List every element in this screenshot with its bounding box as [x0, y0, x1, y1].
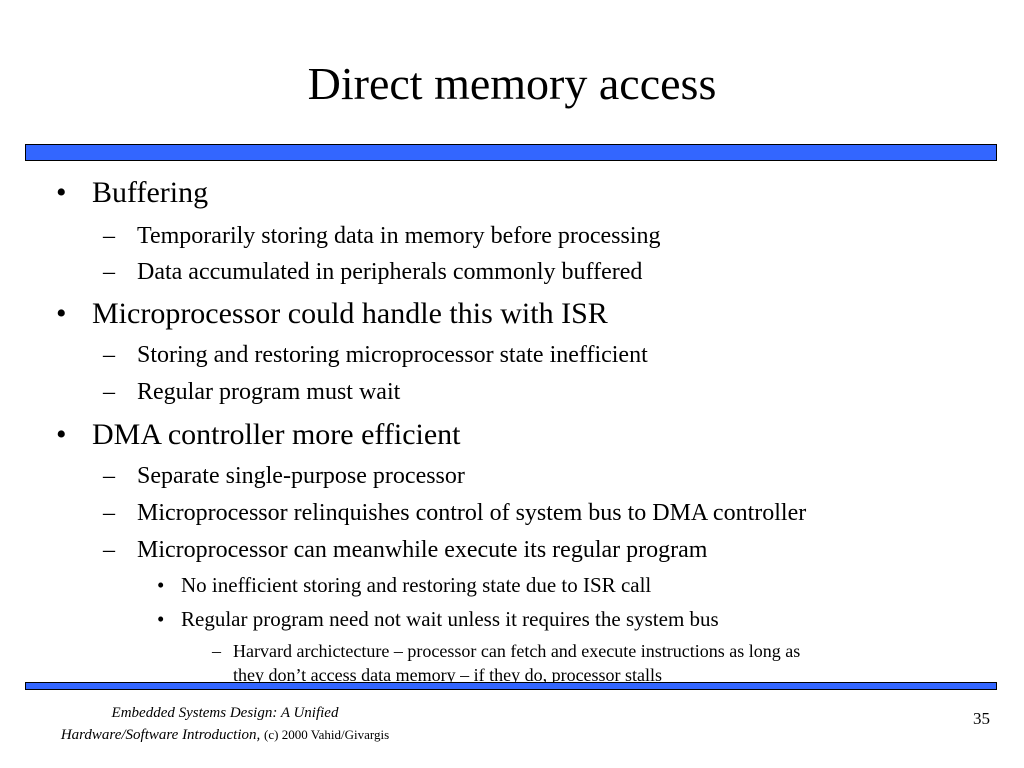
bullet-marker: • — [157, 573, 165, 597]
book-title-line2: Hardware/Software Introduction, — [60, 727, 261, 743]
bullet-marker: • — [56, 297, 67, 330]
level4-text-line2: they don’t access data memory – if they … — [233, 665, 663, 685]
sub-bullet-text: Microprocessor can meanwhile execute its… — [137, 537, 708, 563]
sub-bullet-text: Temporarily storing data in memory befor… — [137, 223, 661, 249]
sub-sub-bullet-text: No inefficient storing and restoring sta… — [181, 573, 652, 597]
sub-sub-bullet-text: Regular program need not wait unless it … — [181, 607, 719, 631]
sub-bullet-text: Data accumulated in peripherals commonly… — [137, 259, 643, 285]
dash-marker: – — [103, 342, 115, 368]
page-number: 35 — [973, 709, 990, 728]
bullet-marker: • — [56, 176, 67, 209]
title-divider-bar — [25, 144, 997, 161]
bullet-marker: • — [157, 607, 165, 631]
dash-marker: – — [103, 463, 115, 489]
bullet-text: Microprocessor could handle this with IS… — [92, 297, 608, 330]
sub-bullet-text: Storing and restoring microprocessor sta… — [137, 342, 648, 368]
book-title-line2-row: Hardware/Software Introduction, (c) 2000… — [30, 724, 420, 746]
sub-bullet-text: Separate single-purpose processor — [137, 463, 465, 489]
dash-marker: – — [103, 259, 115, 285]
level4-text-line1: Harvard archictecture – processor can fe… — [233, 641, 801, 661]
footer-divider-bar — [25, 682, 997, 690]
book-title-line1: Embedded Systems Design: A Unified — [111, 705, 339, 721]
dash-marker: – — [103, 500, 115, 526]
sub-bullet-text: Microprocessor relinquishes control of s… — [137, 500, 807, 526]
dash-marker: – — [103, 537, 115, 563]
bullet-text: Buffering — [92, 176, 209, 209]
bullet-text: DMA controller more efficient — [92, 418, 461, 451]
bullet-marker: • — [56, 418, 67, 451]
dash-marker: – — [103, 223, 115, 249]
slide-title: Direct memory access — [307, 58, 717, 109]
dash-marker: – — [212, 641, 221, 661]
dash-marker: – — [103, 379, 115, 405]
copyright: (c) 2000 Vahid/Givargis — [264, 727, 390, 742]
sub-bullet-text: Regular program must wait — [137, 379, 401, 405]
footer-citation: Embedded Systems Design: A Unified Hardw… — [30, 702, 420, 746]
